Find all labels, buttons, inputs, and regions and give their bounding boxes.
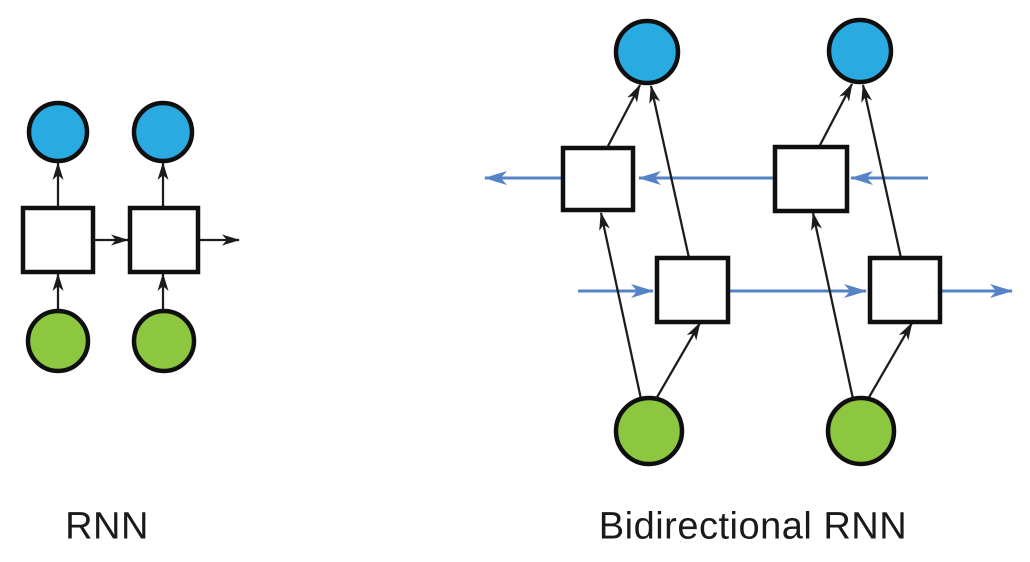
birnn-input-node-1 bbox=[613, 395, 685, 467]
rnn-hidden-node-2 bbox=[127, 205, 201, 275]
rnn-label: RNN bbox=[65, 505, 149, 548]
rnn-input-node-2 bbox=[131, 308, 197, 374]
birnn-output-node-1 bbox=[613, 18, 681, 86]
rnn-input-node-1 bbox=[25, 308, 91, 374]
birnn-edge-input1-backward1-arrow bbox=[599, 212, 643, 400]
rnn-output-node-2 bbox=[131, 100, 195, 164]
rnn-output-node-1 bbox=[26, 100, 90, 164]
birnn-forward-node-2 bbox=[867, 255, 943, 325]
birnn-edge-forward1-output1-arrow bbox=[649, 85, 691, 259]
birnn-edge-backward2-output2-arrow bbox=[818, 83, 853, 148]
birnn-input-node-2 bbox=[825, 395, 897, 467]
diagram-0 bbox=[20, 100, 240, 374]
birnn-edge-input1-forward1-arrow bbox=[655, 322, 701, 400]
birnn-backward-node-2 bbox=[772, 144, 850, 214]
bidirectional-rnn-label: Bidirectional RNN bbox=[598, 505, 908, 548]
birnn-edge-backward1-output1-arrow bbox=[606, 84, 641, 149]
birnn-edge-forward2-output2-arrow bbox=[861, 84, 903, 259]
birnn-backward-node-1 bbox=[560, 145, 636, 213]
birnn-edge-input2-forward2-arrow bbox=[867, 322, 913, 400]
birnn-forward-node-1 bbox=[654, 255, 731, 325]
rnn-hidden-node-1 bbox=[20, 205, 96, 275]
diagram-1 bbox=[484, 17, 1013, 467]
birnn-edge-input2-backward2-arrow bbox=[811, 212, 855, 400]
birnn-output-node-2 bbox=[826, 17, 894, 85]
